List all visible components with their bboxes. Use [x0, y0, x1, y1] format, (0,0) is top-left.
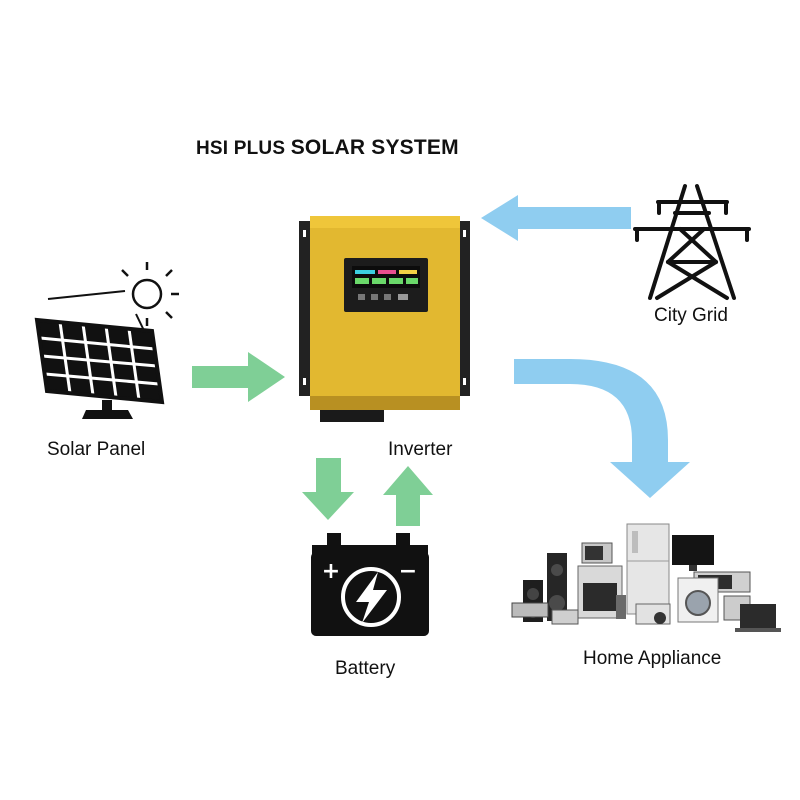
home-appliances-image [511, 523, 781, 632]
solar-panel-label: Solar Panel [47, 439, 146, 460]
title-part-1: HSI PLUS [196, 138, 286, 159]
sun-icon [121, 262, 179, 326]
solar-to-inverter-arrow [192, 352, 285, 402]
diagram-title: HSI PLUS SOLAR SYSTEM [196, 136, 459, 160]
inverter-to-battery-arrow [302, 458, 354, 520]
inverter-device [299, 216, 470, 422]
battery-label: Battery [335, 658, 396, 679]
home-appliance-label: Home Appliance [583, 648, 722, 669]
battery-plus-sign: + [322, 559, 340, 584]
inverter-label: Inverter [388, 439, 453, 460]
title-part-2: SOLAR SYSTEM [290, 136, 459, 159]
battery-minus-sign: − [399, 559, 417, 584]
inverter-to-appliance-arrow [514, 359, 690, 498]
battery-to-inverter-arrow [383, 466, 433, 526]
power-tower-icon [633, 184, 751, 300]
grid-to-inverter-arrow [481, 195, 631, 241]
city-grid-label: City Grid [654, 305, 728, 326]
battery-icon [311, 533, 429, 636]
solar-panel-icon [34, 317, 165, 419]
